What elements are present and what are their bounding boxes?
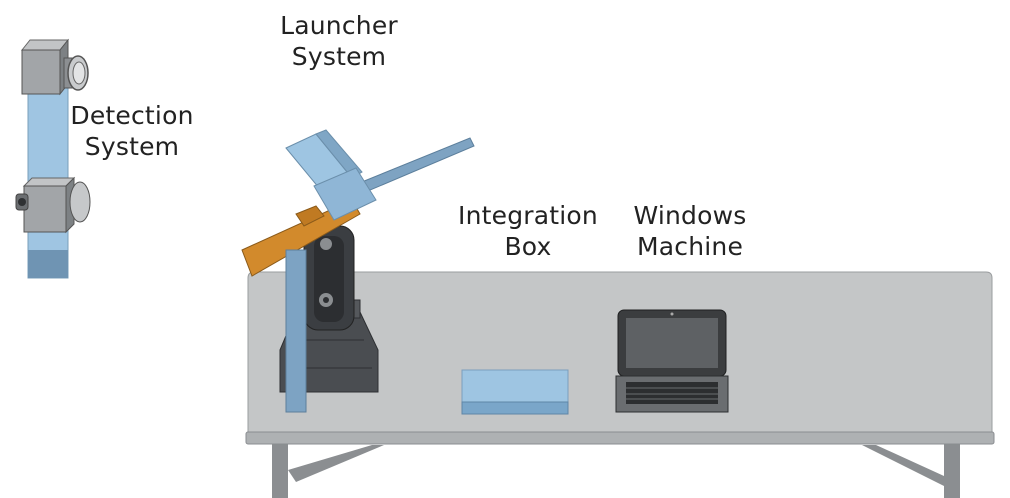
- windows-machine-label: Windows Machine: [633, 201, 747, 261]
- table-brace-left: [288, 445, 384, 482]
- laptop-keyboard: [626, 382, 718, 404]
- integration-box-label: Integration Box: [458, 201, 598, 261]
- laptop-screen: [626, 318, 718, 368]
- launcher-barrel: [351, 137, 475, 197]
- detection-system-label: Detection System: [70, 101, 194, 161]
- upper-camera: [20, 38, 89, 96]
- table-brace-right: [862, 445, 944, 486]
- lower-camera: [15, 176, 91, 234]
- detection-mast: [27, 59, 69, 279]
- table-edge: [245, 431, 995, 445]
- windows-machine: [615, 309, 729, 413]
- integration-box: [461, 369, 569, 415]
- table-leg-left: [272, 442, 288, 498]
- table-leg-right: [944, 442, 960, 498]
- detection-system: [15, 38, 91, 279]
- launcher-system: [241, 129, 475, 413]
- launcher-front-post: [285, 249, 307, 413]
- detection-mast-base: [28, 250, 68, 278]
- launcher-system-label: Launcher System: [280, 11, 398, 71]
